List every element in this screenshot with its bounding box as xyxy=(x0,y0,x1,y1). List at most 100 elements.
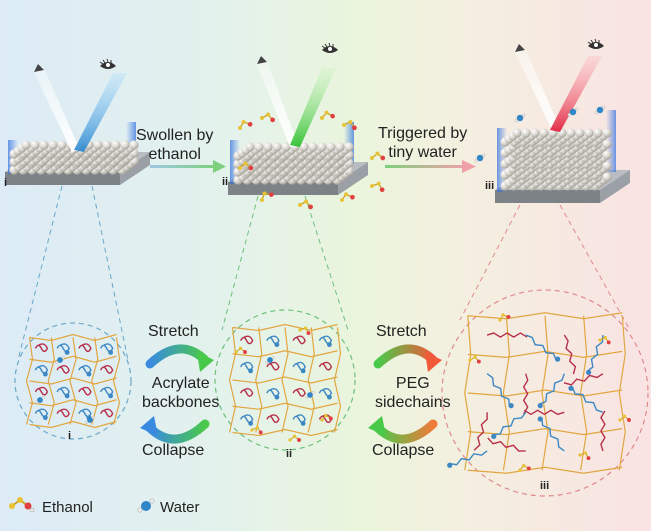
colloid-sphere xyxy=(602,150,612,160)
polymer-network-iii xyxy=(447,312,626,474)
colloid-sphere xyxy=(584,128,594,138)
ethanol-molecule xyxy=(370,181,385,193)
ethanol-molecule xyxy=(618,414,631,422)
water-molecule xyxy=(474,153,486,163)
colloid-sphere xyxy=(93,140,103,150)
colloid-sphere xyxy=(335,142,345,152)
ethanol-icon xyxy=(9,497,35,513)
ethanol-molecule xyxy=(260,191,274,202)
colloid-sphere xyxy=(326,142,336,152)
colloid-sphere xyxy=(539,128,549,138)
zoom-lines xyxy=(17,185,631,361)
ethanol-molecule xyxy=(598,335,611,345)
ethanol-molecule xyxy=(288,434,301,442)
colloid-sphere xyxy=(575,128,585,138)
polymer-network-i xyxy=(25,333,121,429)
colloid-sphere xyxy=(245,142,255,152)
stretch-arrow-right xyxy=(373,344,442,372)
ethanol-molecule xyxy=(468,355,481,364)
colloid-sphere xyxy=(521,128,531,138)
colloid-sphere xyxy=(344,142,354,152)
incident-beam-red xyxy=(550,56,602,132)
ethanol-molecule xyxy=(298,199,313,210)
water-icon xyxy=(137,498,155,513)
collapse-arrow-left xyxy=(140,416,210,444)
polymer-network-ii xyxy=(228,323,342,437)
ethanol-molecule xyxy=(342,120,357,131)
colloid-sphere xyxy=(593,128,603,138)
colloid-sphere xyxy=(530,128,540,138)
legend-water: Water xyxy=(160,499,200,516)
stretch-label-right: Stretch xyxy=(376,323,427,340)
film-tag-iii: iii xyxy=(485,180,495,192)
beam-white-iii xyxy=(514,46,560,130)
colloid-sphere xyxy=(272,142,282,152)
ethanol-molecule xyxy=(234,346,247,354)
ethanol-molecule xyxy=(298,326,311,336)
ethanol-molecule xyxy=(320,110,335,120)
ethanol-molecule xyxy=(250,425,263,435)
collapse-label-right: Collapse xyxy=(372,442,435,459)
stretch-arrow-left xyxy=(145,344,214,372)
collapse-arrow-right xyxy=(368,416,438,444)
arrow-icon-ii xyxy=(257,56,267,64)
colloid-sphere xyxy=(129,140,139,150)
colloid-sphere xyxy=(281,142,291,152)
colloid-sphere xyxy=(317,142,327,152)
water-molecule xyxy=(305,391,315,399)
legend-ethanol: Ethanol xyxy=(42,499,93,516)
zoom-circle-iii xyxy=(441,289,649,497)
colloid-sphere xyxy=(30,140,40,150)
eye-icon xyxy=(587,38,604,49)
ethanol-molecule xyxy=(260,112,275,123)
eye-icon xyxy=(321,42,338,53)
beam-white-ii xyxy=(256,58,298,147)
stretch-label-left: Stretch xyxy=(148,323,199,340)
colloid-sphere xyxy=(512,128,522,138)
circle-tag-iii: iii xyxy=(540,480,550,492)
ethanol-molecule xyxy=(518,463,531,472)
water-molecule xyxy=(567,107,579,117)
incident-beam-green xyxy=(290,68,336,147)
zoom-circle-i xyxy=(14,322,132,440)
colloid-sphere xyxy=(308,142,318,152)
colloid-sphere xyxy=(102,140,112,150)
water-molecule xyxy=(35,396,45,404)
circle-tag-ii: ii xyxy=(286,448,293,460)
beam-white-i xyxy=(33,66,80,152)
network-molecules xyxy=(35,313,631,472)
film-state-iii xyxy=(495,110,630,203)
colloid-sphere xyxy=(111,140,121,150)
colloid-sphere xyxy=(602,172,612,182)
transition-arrow-i-ii xyxy=(150,160,226,173)
circle-tag-i: i xyxy=(68,430,72,442)
incident-beam-blue xyxy=(74,73,127,152)
eye-icon xyxy=(99,58,116,69)
arrow-icon-iii xyxy=(515,44,525,52)
water-molecule xyxy=(55,356,65,364)
colloid-sphere xyxy=(57,140,67,150)
colloid-sphere xyxy=(48,140,58,150)
water-molecule xyxy=(85,416,95,424)
ethanol-molecule xyxy=(498,313,511,322)
colloid-sphere xyxy=(602,161,612,171)
colloid-sphere xyxy=(602,139,612,149)
arrow-icon-i xyxy=(34,64,44,72)
film-tag-i: i xyxy=(4,177,8,189)
water-molecule xyxy=(265,356,275,364)
colloid-sphere xyxy=(21,140,31,150)
water-molecule xyxy=(594,105,606,115)
floating-molecules xyxy=(238,105,606,210)
film-tag-ii: ii xyxy=(222,176,229,188)
film-state-i xyxy=(5,122,150,185)
colloid-sphere xyxy=(263,142,273,152)
colloid-sphere xyxy=(299,142,309,152)
transition-arrow-ii-iii xyxy=(385,160,476,173)
ethanol-molecule xyxy=(238,161,254,171)
water-molecule xyxy=(514,113,526,123)
